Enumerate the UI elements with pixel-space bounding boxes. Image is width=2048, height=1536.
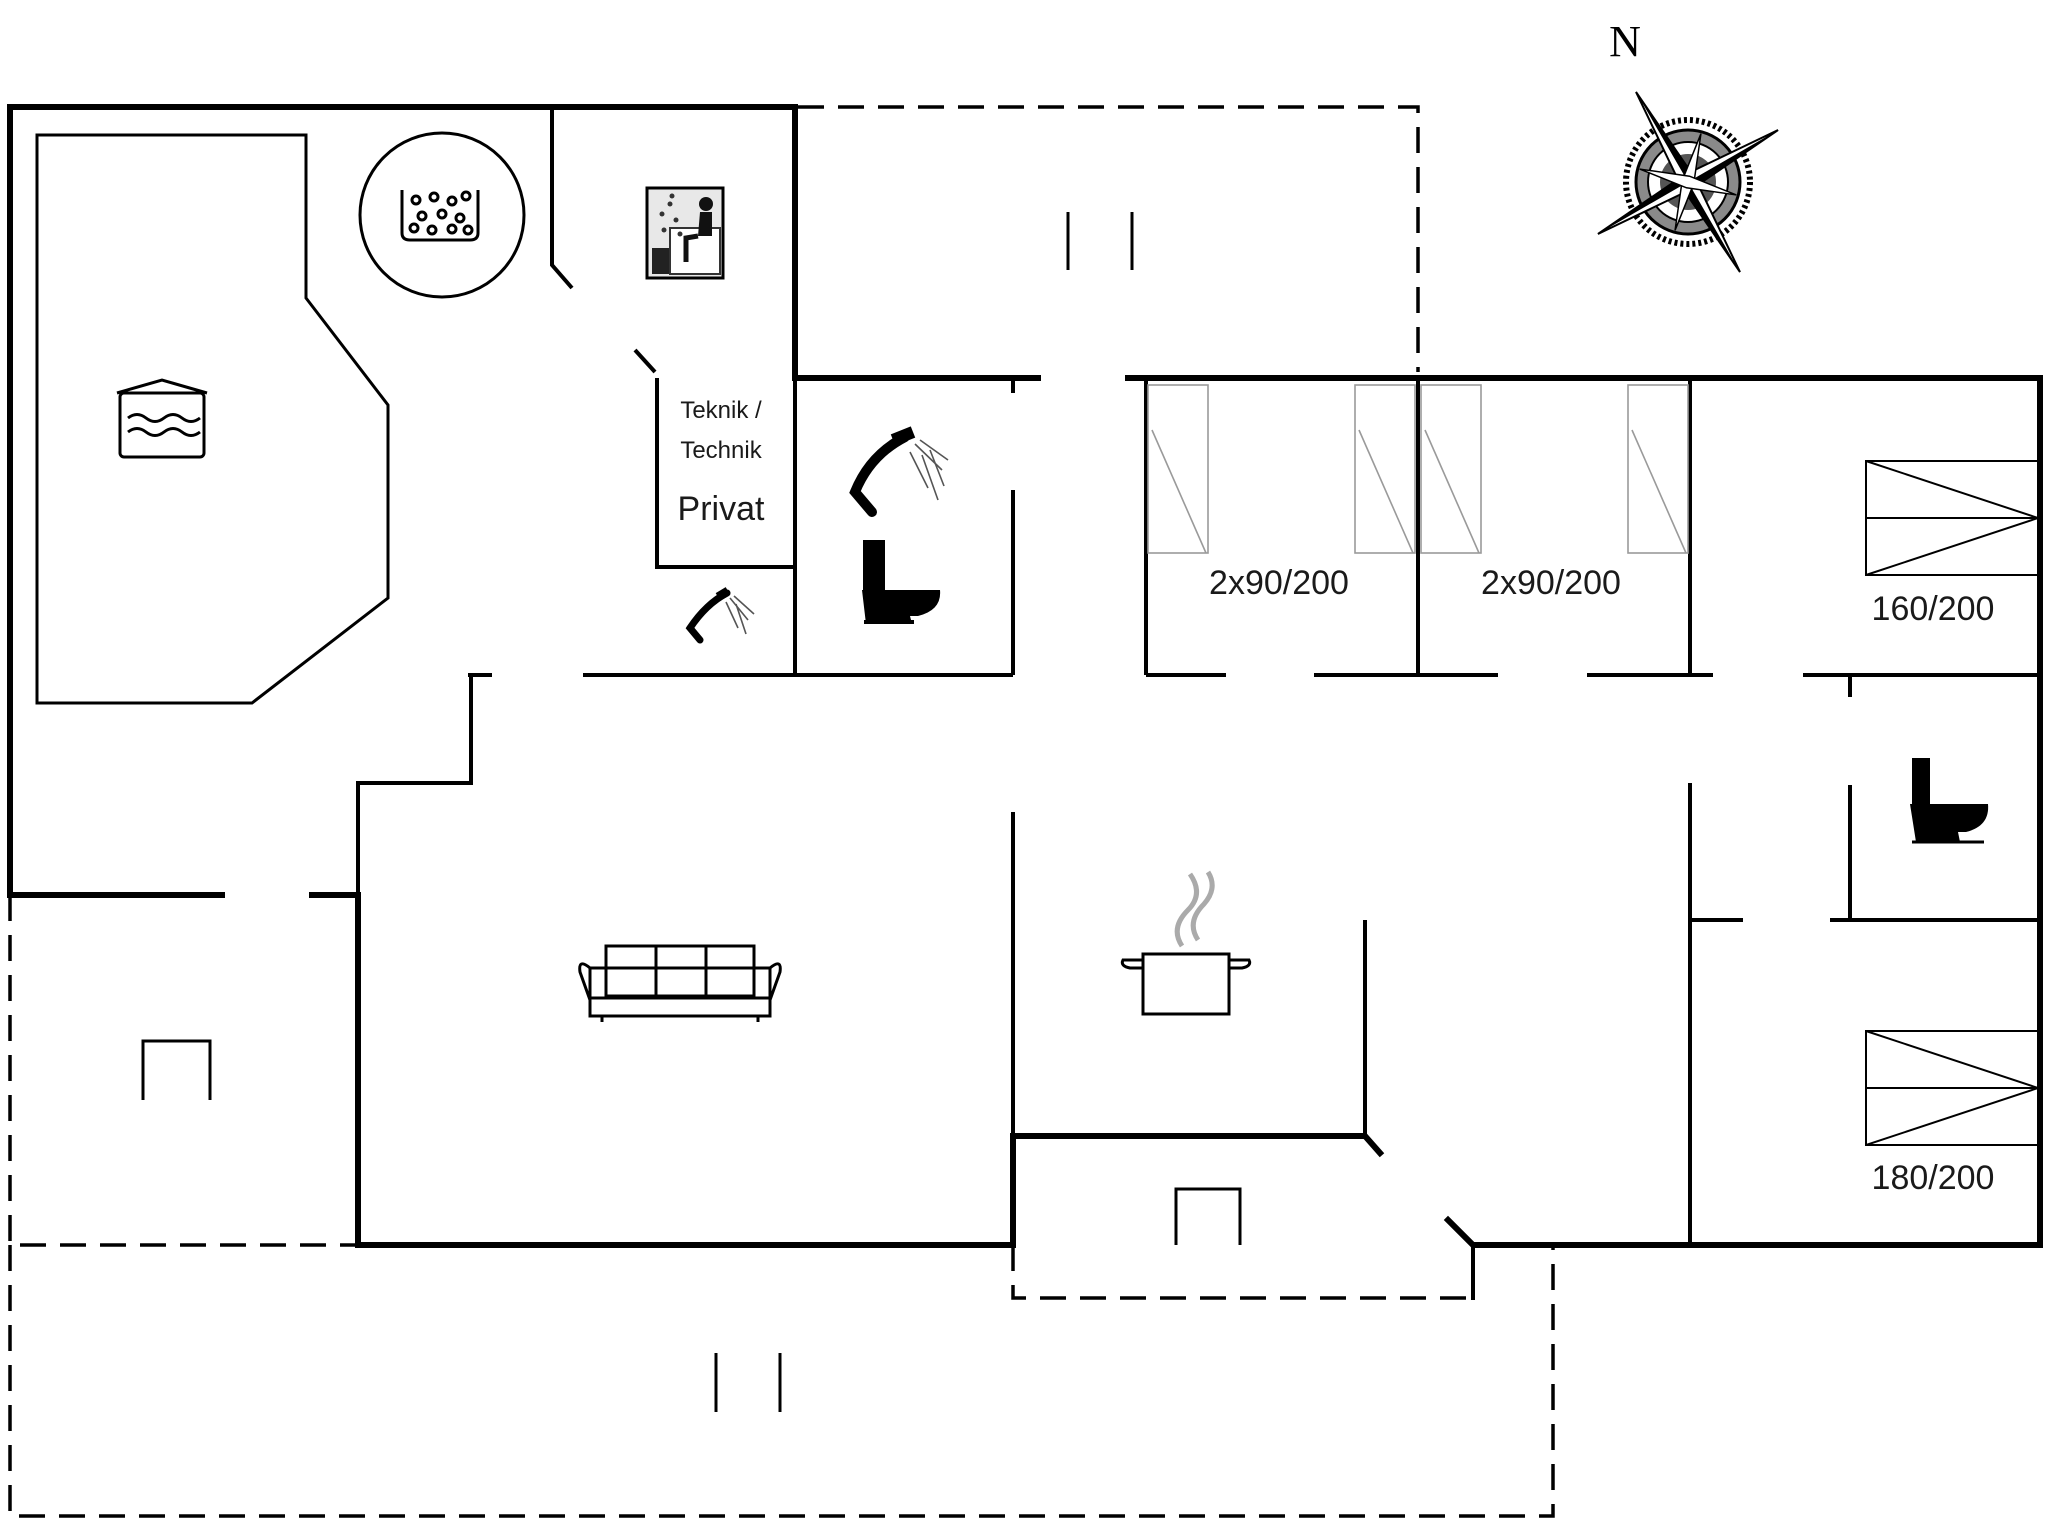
bed-label: 180/200 bbox=[1872, 1159, 1995, 1197]
bedroom-3-bed: 160/200 bbox=[1865, 460, 2042, 628]
north-label: N bbox=[1609, 17, 1641, 66]
interior-walls bbox=[356, 107, 2040, 1245]
toilet-icon bbox=[1910, 758, 1989, 844]
shower-icon bbox=[685, 587, 755, 644]
bed-label: 2x90/200 bbox=[1481, 564, 1621, 602]
compass-rose-icon: N bbox=[1597, 17, 1779, 273]
sauna-icon bbox=[645, 186, 725, 280]
technical-room: Teknik / Technik Privat bbox=[655, 378, 765, 528]
cooking-pot-icon bbox=[1120, 870, 1252, 1016]
technical-room-label-3: Privat bbox=[678, 490, 765, 528]
bedroom-1-beds: 2x90/200 bbox=[1147, 384, 1416, 602]
shower-icon bbox=[849, 426, 949, 517]
whirlpool-icon bbox=[358, 131, 526, 299]
bedroom-2-beds: 2x90/200 bbox=[1420, 384, 1689, 602]
bed-label: 2x90/200 bbox=[1209, 564, 1349, 602]
technical-room-label-1: Teknik / bbox=[680, 397, 762, 424]
terrace-posts bbox=[141, 212, 1242, 1412]
technical-room-label-2: Technik bbox=[680, 437, 762, 464]
terrace-outlines bbox=[8, 105, 1555, 1518]
pool-icon bbox=[116, 378, 208, 459]
toilet-icon bbox=[862, 540, 941, 624]
pool bbox=[35, 133, 390, 705]
sofa-icon bbox=[578, 944, 782, 1022]
bed-label: 160/200 bbox=[1872, 590, 1995, 628]
exterior-walls bbox=[7, 104, 2043, 1300]
bedroom-4-bed: 180/200 bbox=[1865, 1030, 2042, 1197]
